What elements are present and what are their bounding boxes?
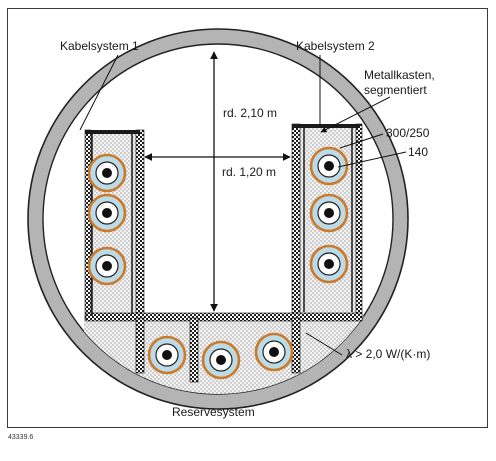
leader-lambda	[305, 332, 343, 356]
label-system2: Kabelsystem 2	[296, 39, 375, 53]
label-height: rd. 2,10 m	[223, 106, 277, 120]
figure-frame	[7, 8, 488, 428]
label-metal-box-1: Metallkasten,	[364, 68, 435, 82]
cable-pipe	[201, 340, 241, 380]
reserve-divider-left	[135, 317, 145, 374]
cable-pipes	[87, 146, 349, 380]
leader-140	[337, 151, 407, 168]
leader-system1	[79, 54, 119, 131]
cable-pipe	[87, 153, 127, 193]
label-lambda: λ > 2,0 W/(K·m)	[346, 347, 430, 361]
cable-pipe	[254, 332, 294, 372]
bottom-floor-wall	[85, 312, 363, 322]
right-box-lining	[303, 128, 353, 312]
cable-pipe	[87, 193, 127, 233]
cable-pipe	[87, 246, 127, 286]
leader-300-250	[339, 133, 384, 149]
reserve-divider-right	[291, 317, 301, 374]
tunnel-cross-section: Kabelsystem 1 Kabelsystem 2 Metallkasten…	[27, 28, 435, 419]
figure-id: 43339.6	[8, 434, 34, 441]
label-width: rd. 1,20 m	[222, 165, 276, 179]
reserve-divider-mid	[189, 317, 199, 383]
cable-pipe	[309, 146, 349, 186]
cable-pipe	[309, 193, 349, 233]
label-system1: Kabelsystem 1	[60, 39, 139, 53]
label-metal-box-2: segmentiert	[364, 83, 427, 97]
label-inner-dim: 140	[408, 145, 428, 159]
cable-pipe	[147, 335, 187, 375]
label-outer-dim: 300/250	[386, 126, 430, 140]
cable-pipe	[309, 244, 349, 284]
leader-metal-box	[320, 96, 391, 133]
label-reserve: Reservesystem	[172, 405, 255, 419]
